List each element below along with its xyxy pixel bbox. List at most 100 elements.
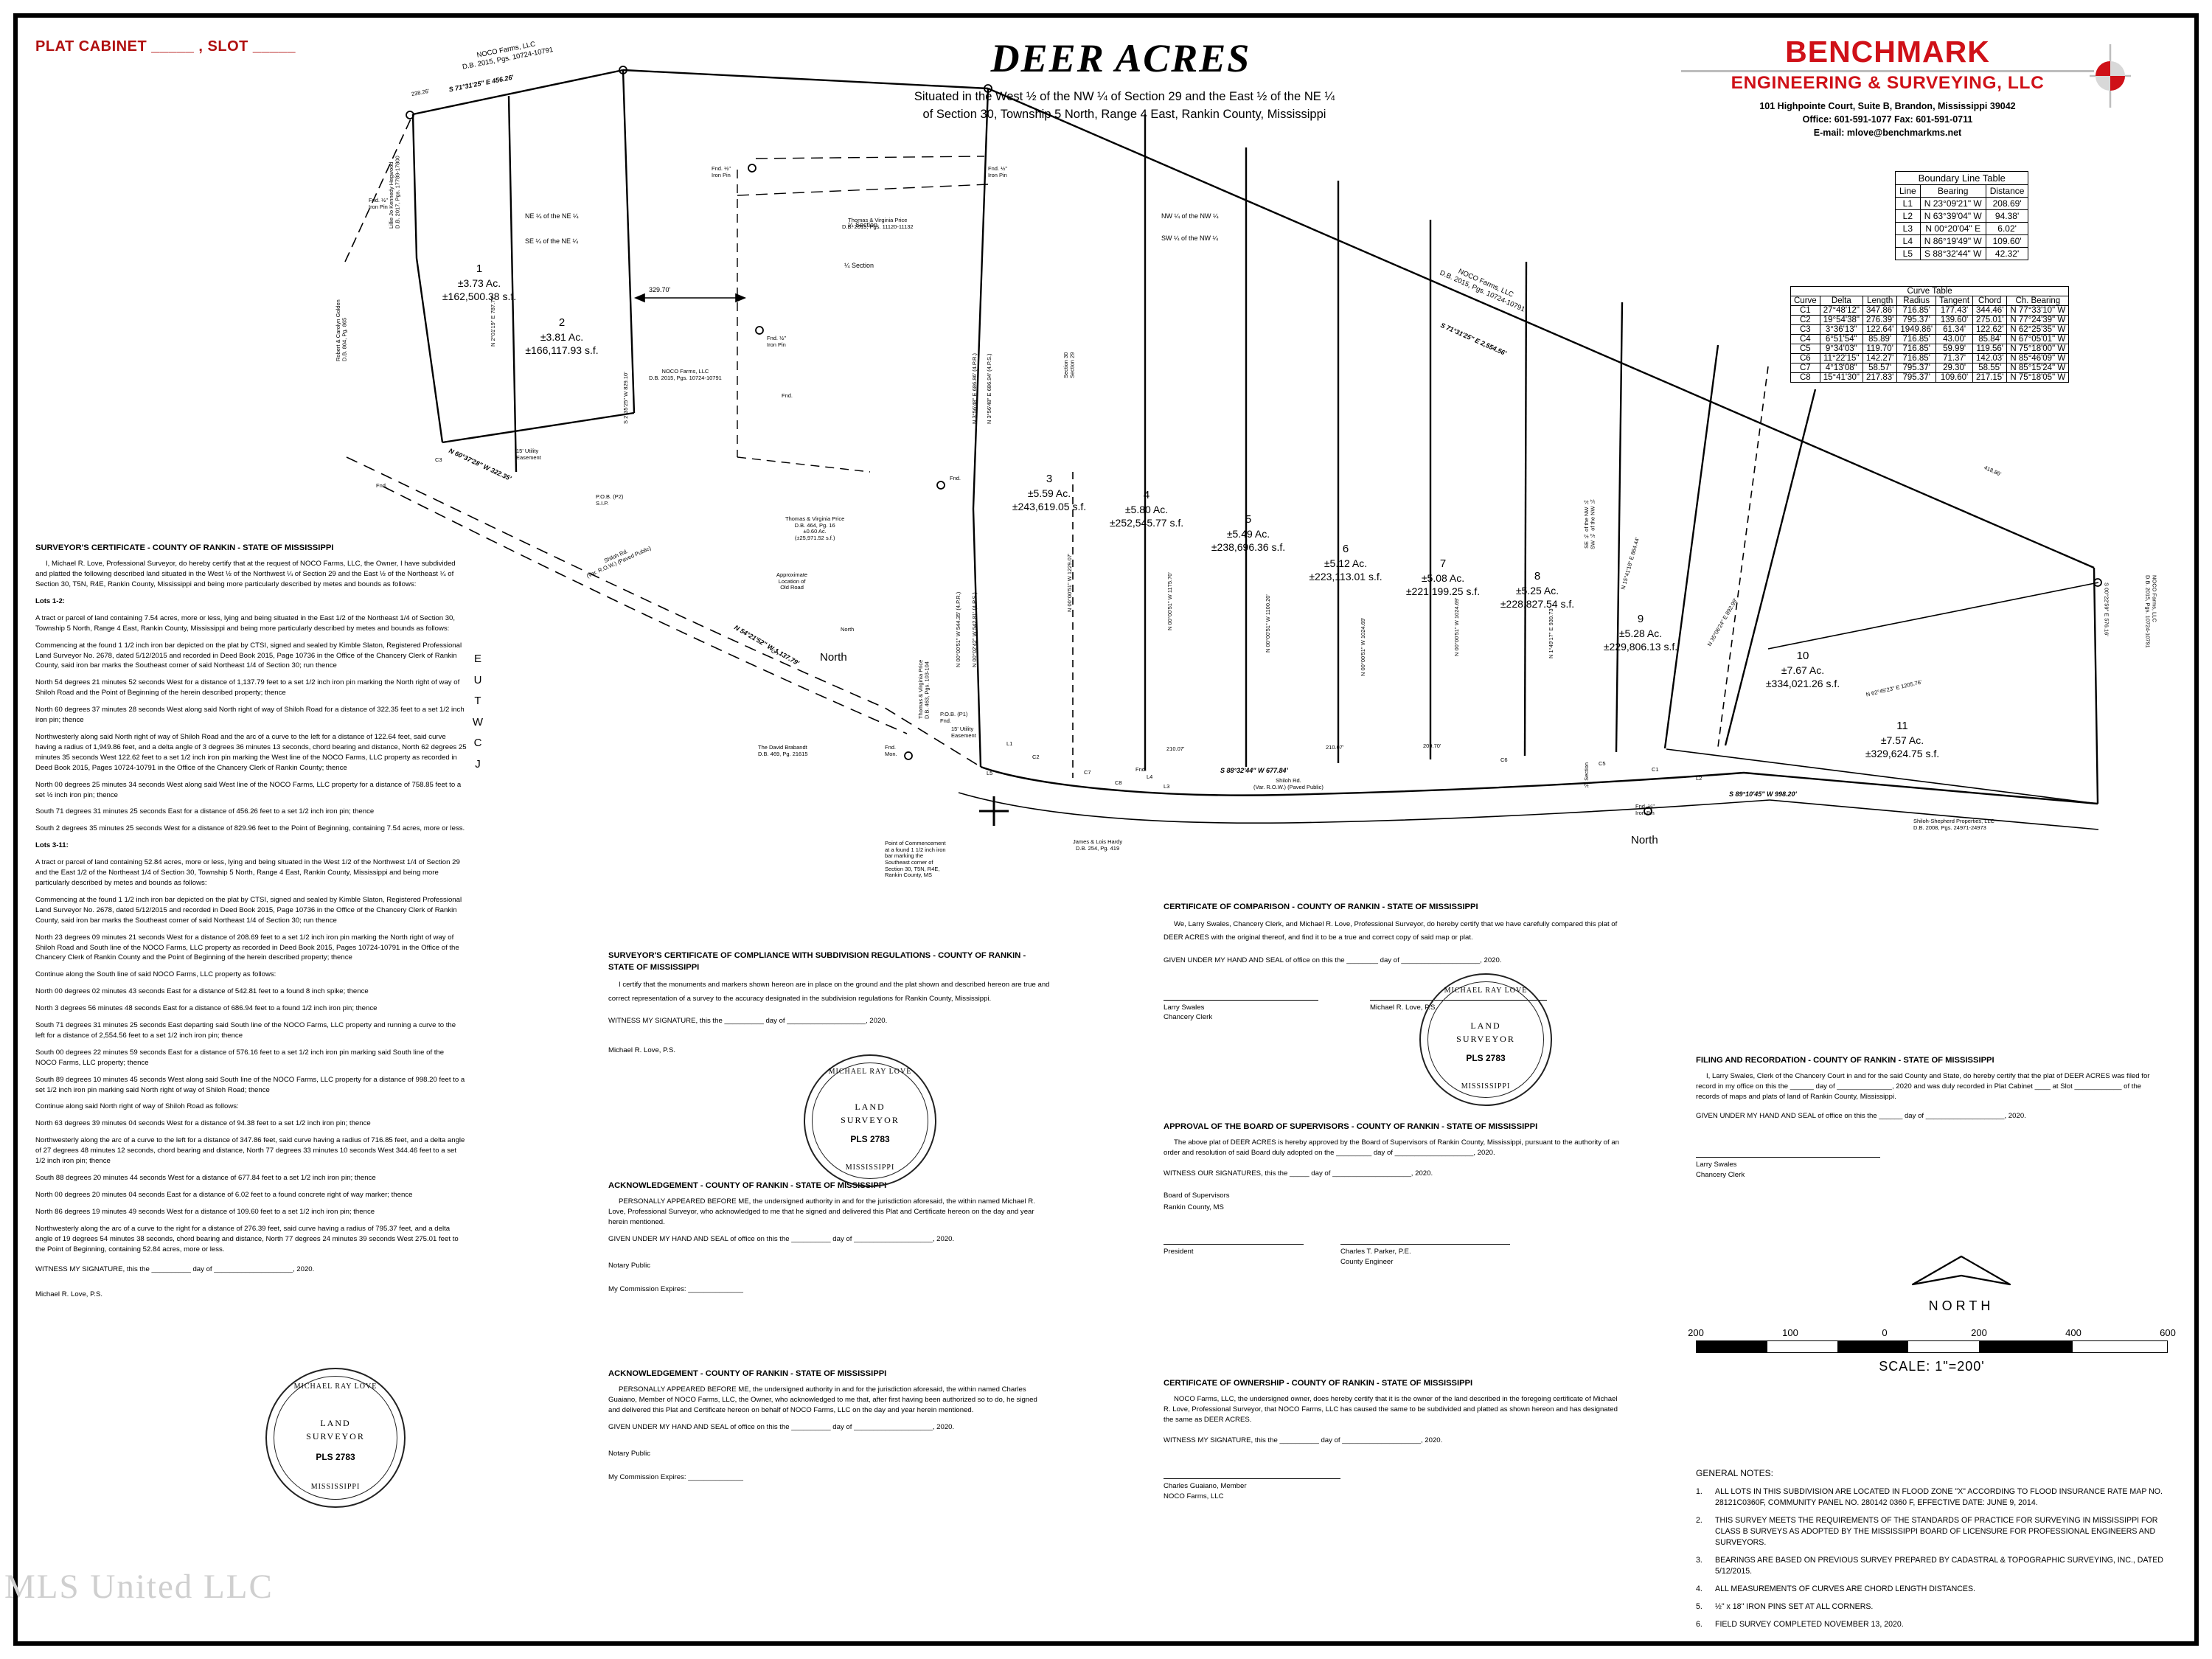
callout-l4: L4	[1147, 773, 1153, 780]
seal-pls-number: PLS 2783	[850, 1134, 890, 1144]
owner-label-hardy: James & Lois Hardy D.B. 254, Pg. 419	[1073, 838, 1123, 852]
comparison-sig1-name: Larry Swales	[1164, 1003, 1205, 1012]
lot-sf: ±243,619.05 s.f.	[1012, 501, 1087, 513]
lots-1-2-heading: Lots 1-2:	[35, 597, 65, 605]
seal-surveyor-name: MICHAEL RAY LOVE	[828, 1068, 912, 1076]
bearing-lot6-west: N 00°00'51" W 1100.20'	[1265, 594, 1271, 653]
lot-number: 11	[1896, 720, 1908, 732]
page-subtitle: Situated in the West ½ of the NW ¼ of Se…	[841, 88, 1408, 124]
owner-label-shiloh-shepherd: Shiloh-Shepherd Properties, LLC D.B. 200…	[1913, 818, 1995, 831]
point-of-commencement-label: Point of Commencement at a found 1 1/2 i…	[885, 840, 946, 879]
seal-state: MISSISSIPPI	[845, 1164, 895, 1172]
ownership-body: NOCO Farms, LLC, the undersigned owner, …	[1164, 1395, 1618, 1425]
boundary-cell: N 23°09'21" W	[1919, 197, 1986, 210]
general-note-item: 1.ALL LOTS IN THIS SUBDIVISION ARE LOCAT…	[1696, 1486, 2168, 1509]
monument-fnd-6: Fnd.	[782, 392, 793, 399]
seal-pls-number: PLS 2783	[316, 1452, 355, 1462]
callout-c3: C3	[435, 456, 442, 463]
curve-cell: 85.84'	[1972, 334, 2008, 344]
scale-tick: 200	[1688, 1327, 1704, 1338]
lot-label-2: 2 ±3.81 Ac. ±166,117.93 s.f.	[495, 316, 628, 358]
lot-acres: ±3.73 Ac.	[457, 276, 501, 289]
lot-sf: ±162,500.38 s.f.	[442, 291, 517, 303]
general-note-number: 6.	[1696, 1620, 1703, 1630]
bearing-lot3-west-c: N 00°00'51" W 544.35' (4.P.R.)	[955, 591, 961, 667]
lot-label-6: 6 ±5.12 Ac. ±223,113.01 s.f.	[1283, 542, 1408, 584]
comparison-sig1-title: Chancery Clerk	[1164, 1013, 1213, 1022]
owner-label-brabandt: The David Brabandt D.B. 469, Pg. 21615	[758, 744, 808, 757]
scale-tick: 100	[1782, 1327, 1798, 1338]
board-heading: APPROVAL OF THE BOARD OF SUPERVISORS - C…	[1164, 1122, 1538, 1131]
lots-3-11-p7: South 71 degrees 31 minutes 25 seconds E…	[35, 1021, 456, 1040]
lot-sf: ±238,696.36 s.f.	[1211, 541, 1286, 554]
lot-sf: ±252,545.77 s.f.	[1109, 517, 1184, 529]
label-sw-of-nw: SW ¼ of the NW ¼	[1161, 234, 1219, 242]
monument-fnd-iron-pin-1: Fnd. ½" Iron Pin	[369, 197, 389, 210]
acknowledgement-1-block: ACKNOWLEDGEMENT - COUNTY OF RANKIN - STA…	[608, 1180, 1051, 1301]
lot-number: 6	[1342, 543, 1349, 555]
owner-label-golden: Robert & Carolyn Golden D.B. 804, Pg. 86…	[335, 299, 348, 361]
curve-col-header: Ch. Bearing	[2006, 296, 2070, 306]
label-quarter-section-2: ¼ Section	[1583, 762, 1590, 789]
label-section-30-29: Section 30 Section 29	[1062, 352, 1076, 378]
company-phone: Office: 601-591-1077 Fax: 601-591-0711	[1802, 114, 1973, 125]
north-word-map-1: North	[841, 626, 855, 633]
approx-old-road-label: Approximate Location of Old Road	[776, 571, 808, 591]
curve-cell: 122.62'	[1972, 324, 2008, 335]
comparison-sig2-name: Michael R. Love, P.S.	[1370, 1003, 1438, 1012]
bearing-lot4-west: N 00°00'51" W 1229.07'	[1066, 553, 1073, 612]
boundary-cell: 109.60'	[1985, 234, 2029, 248]
lot-acres: ±5.08 Ac.	[1421, 571, 1465, 584]
acknowledgement-2-given: GIVEN UNDER MY HAND AND SEAL of office o…	[608, 1422, 955, 1431]
lots-3-11-p5: North 00 degrees 02 minutes 43 seconds E…	[35, 987, 369, 996]
bearing-bottom-right: S 89°10'45" W 998.20'	[1729, 790, 1797, 798]
bearing-lot7b-west: N 00°00'51" W 1024.69'	[1453, 597, 1460, 656]
acknowledgement-2-heading: ACKNOWLEDGEMENT - COUNTY OF RANKIN - STA…	[608, 1369, 887, 1378]
lot-sf: ±223,113.01 s.f.	[1309, 571, 1382, 583]
owner-label-price-1: Thomas & Virginia Price D.B. 2015, Pgs. …	[842, 217, 914, 230]
ownership-sig-name: Charles Guaiano, Member	[1164, 1481, 1247, 1490]
acknowledgement-1-notary: Notary Public	[608, 1261, 651, 1270]
lots-3-11-p10: Continue along said North right of way o…	[35, 1102, 239, 1111]
filing-sig-title: Chancery Clerk	[1696, 1170, 1745, 1179]
lot-label-4: 4 ±5.80 Ac. ±252,545.77 s.f.	[1084, 488, 1209, 530]
lots-3-11-p4: Continue along the South line of said NO…	[35, 970, 276, 979]
general-note-item: 2.THIS SURVEY MEETS THE REQUIREMENTS OF …	[1696, 1515, 2168, 1548]
lot-label-7: 7 ±5.08 Ac. ±221,199.25 s.f.	[1380, 557, 1506, 599]
board-county: Rankin County, MS	[1164, 1203, 1224, 1211]
lots-1-2-p3: North 54 degrees 21 minutes 52 seconds W…	[35, 678, 460, 698]
curve-cell: 177.43'	[1935, 305, 1974, 316]
boundary-cell: L4	[1895, 234, 1921, 248]
lot-sf: ±166,117.93 s.f.	[525, 344, 599, 357]
lot-acres: ±3.81 Ac.	[540, 330, 584, 343]
callout-c8: C8	[1115, 779, 1122, 786]
page-title: DEER ACRES	[990, 36, 1251, 80]
general-note-text: ALL LOTS IN THIS SUBDIVISION ARE LOCATED…	[1715, 1487, 2163, 1508]
curve-cell: 15°41'30"	[1819, 372, 1863, 383]
curve-cell: N 67°05'01" W	[2006, 334, 2070, 344]
north-arrow-block: NORTH	[1873, 1253, 2050, 1314]
seal-state: MISSISSIPPI	[310, 1483, 361, 1491]
north-word-map-label: North	[820, 651, 847, 664]
general-note-text: BEARINGS ARE BASED ON PREVIOUS SURVEY PR…	[1715, 1556, 2163, 1576]
bearing-lot3-west-b: N 3°56'48" E 686.94' (4.P.S.)	[986, 353, 992, 424]
plat-drawing	[344, 66, 2102, 830]
lots-1-2-p6: North 00 degrees 25 minutes 34 seconds W…	[35, 780, 462, 799]
monument-fnd-iron-pin-9: Fnd. ½" Iron Pin	[1635, 803, 1655, 816]
lots-1-2-p7: South 71 degrees 31 minutes 25 seconds E…	[35, 807, 375, 816]
lots-3-11-p15: North 86 degrees 19 minutes 49 seconds W…	[35, 1207, 375, 1216]
curve-cell: 795.37'	[1896, 372, 1937, 383]
owner-label-price-2: Thomas & Virginia Price D.B. 464, Pg. 16…	[785, 515, 845, 541]
monument-fnd-iron-pin-3: Fnd. ½" Iron Pin	[767, 335, 787, 348]
curve-cell: 9°34'03"	[1819, 344, 1863, 354]
lots-3-11-p8: South 00 degrees 22 minutes 59 seconds E…	[35, 1048, 445, 1067]
general-note-text: ½" x 18" IRON PINS SET AT ALL CORNERS.	[1715, 1602, 1874, 1612]
callout-c7: C7	[1084, 769, 1091, 776]
filing-sig-name: Larry Swales	[1696, 1160, 1737, 1169]
lot-acres: ±7.67 Ac.	[1781, 664, 1825, 676]
